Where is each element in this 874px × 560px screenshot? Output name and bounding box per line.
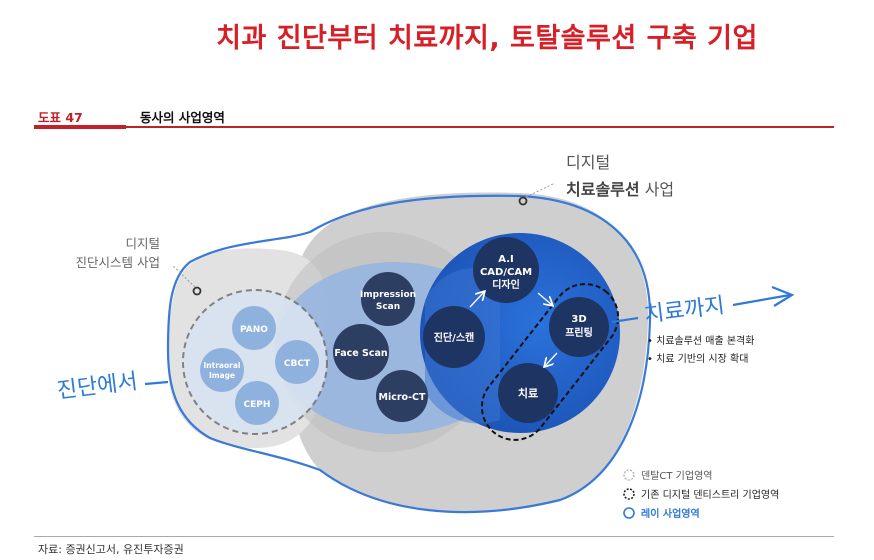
treatment-region-line2: 치료솔루션 사업 bbox=[566, 180, 674, 199]
intraoral-label-2: Image bbox=[209, 371, 235, 380]
from-diagnosis-text: 진단에서 bbox=[56, 369, 139, 404]
pano-label: PANO bbox=[240, 325, 268, 335]
diagnosis-region-line2: 진단시스템 사업 bbox=[76, 255, 160, 270]
diagnosis-leader-line bbox=[171, 264, 196, 288]
title-rule-accent bbox=[34, 125, 126, 129]
title-rule bbox=[34, 126, 834, 128]
headline: 치과 진단부터 치료까지, 토탈솔루션 구축 기업 bbox=[216, 23, 758, 54]
from-diagnosis-line bbox=[144, 380, 169, 386]
arrow-scan-to-ai bbox=[469, 292, 484, 308]
legend-item-ray: 레이 사업영역 bbox=[641, 507, 700, 520]
treatment-region-anchor bbox=[518, 196, 528, 206]
micro-ct-circle bbox=[376, 370, 428, 422]
intraoral-label-1: Intraoral bbox=[204, 361, 241, 370]
impression-label-2: Scan bbox=[376, 302, 400, 312]
to-treatment-arrow-head bbox=[771, 285, 795, 307]
legend-swatch-digital-dentistry bbox=[623, 488, 635, 500]
ray-business-outline bbox=[166, 194, 652, 514]
treatment-label: 치료 bbox=[518, 386, 538, 400]
diagnosis-region-line1: 디지털 bbox=[125, 236, 160, 251]
bullet-2: • 치료 기반의 시장 확대 bbox=[647, 353, 748, 365]
impression-label-1: Impression bbox=[360, 290, 416, 300]
to-treatment-arrow-shaft bbox=[732, 293, 791, 307]
to-treatment-tick bbox=[611, 316, 639, 324]
treatment-leader-line bbox=[525, 182, 556, 198]
ai-label-3: 디자인 bbox=[492, 278, 520, 291]
print-label-2: 프린팅 bbox=[565, 326, 593, 339]
source-rule bbox=[34, 536, 834, 537]
cbct-circle bbox=[275, 340, 319, 384]
arrow-print-to-treatment bbox=[545, 352, 558, 366]
legend: 덴탈CT 기업영역 기존 디지털 덴티스트리 기업영역 레이 사업영역 bbox=[623, 469, 779, 520]
impression-scan-circle bbox=[361, 272, 415, 326]
ceph-label: CEPH bbox=[244, 400, 271, 410]
micro-ct-label: Micro-CT bbox=[379, 392, 426, 403]
treatment-circle bbox=[498, 363, 558, 423]
face-scan-label: Face Scan bbox=[334, 348, 388, 359]
to-treatment-text: 치료까지 bbox=[643, 293, 726, 328]
figure-title: 동사의 사업영역 bbox=[140, 110, 225, 125]
diag-scan-label: 진단/스캔 bbox=[434, 331, 474, 344]
ai-label-2: CAD/CAM bbox=[480, 267, 532, 278]
cbct-label: CBCT bbox=[284, 359, 311, 369]
legend-swatch-dental-ct bbox=[623, 469, 635, 481]
legend-swatch-ray bbox=[623, 507, 635, 519]
treatment-region-rest: 사업 bbox=[640, 180, 675, 199]
arrow-ai-to-print bbox=[537, 292, 552, 305]
treatment-dashed-capsule bbox=[480, 283, 620, 441]
face-scan-circle bbox=[333, 324, 389, 380]
pano-circle bbox=[232, 306, 276, 350]
figure-label: 도표 47 bbox=[38, 110, 83, 125]
print-label-1: 3D bbox=[571, 314, 586, 325]
source-note: 자료: 증권신고서, 유진투자증권 bbox=[38, 543, 184, 556]
ceph-circle bbox=[235, 381, 279, 425]
treatment-region-line1: 디지털 bbox=[566, 153, 610, 172]
ai-label-1: A.I bbox=[498, 254, 513, 265]
bullet-1: • 치료솔루션 매출 본격화 bbox=[647, 334, 754, 347]
ai-cad-cam-circle bbox=[473, 237, 539, 303]
3d-printing-circle bbox=[549, 297, 609, 357]
legend-item-dental-ct: 덴탈CT 기업영역 bbox=[641, 469, 712, 482]
legend-item-digital-dentistry: 기존 디지털 덴티스트리 기업영역 bbox=[641, 488, 779, 501]
diagnosis-region-anchor bbox=[192, 286, 202, 296]
diag-scan-circle bbox=[423, 306, 485, 368]
treatment-region-bold: 치료솔루션 bbox=[566, 180, 640, 199]
dental-ct-dashed-circle bbox=[182, 289, 328, 435]
intraoral-circle bbox=[200, 348, 244, 392]
